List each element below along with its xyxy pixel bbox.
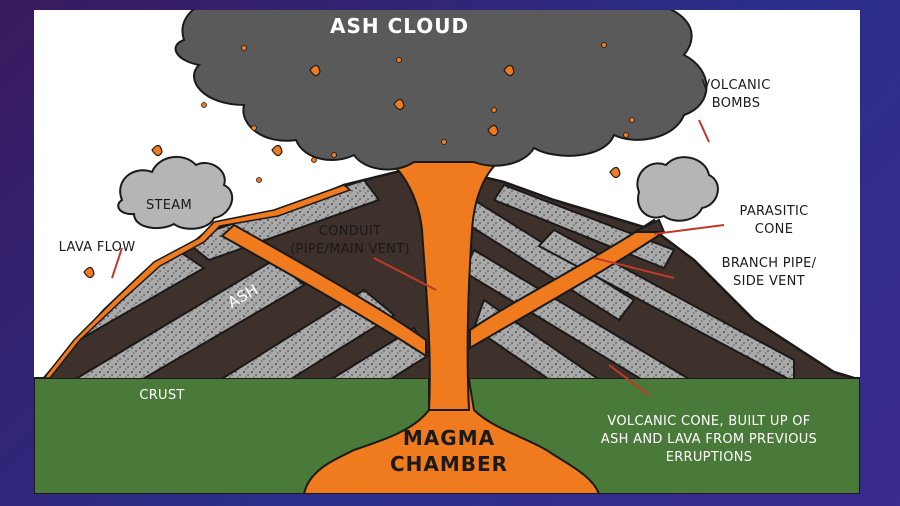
volcano-diagram: ASH CLOUD VOLCANIC BOMBS STEAM LAVA FLOW…	[34, 10, 860, 494]
label-crust: CRUST	[139, 388, 185, 403]
label-magma-line2: CHAMBER	[389, 452, 509, 476]
label-volcanic-bombs-line1: VOLCANIC	[701, 78, 771, 93]
lava-flow	[42, 184, 352, 379]
label-parasitic-line2: CONE	[754, 222, 794, 237]
label-cone-line1: VOLCANIC CONE, BUILT UP OF	[607, 414, 811, 429]
label-cone-line3: ERRUPTIONS	[665, 450, 753, 465]
label-conduit-line1: CONDUIT	[318, 224, 382, 239]
parasitic-cone	[633, 218, 666, 233]
left-branch-pipe	[220, 223, 427, 358]
label-ash-cloud: ASH CLOUD	[330, 14, 470, 38]
label-lava-flow: LAVA FLOW	[58, 240, 136, 255]
label-volcanic-bombs-line2: BOMBS	[711, 96, 761, 111]
label-branch-line1: BRANCH PIPE/	[721, 256, 817, 271]
volcano-illustration	[34, 10, 860, 494]
label-conduit-line2: (PIPE/MAIN VENT)	[290, 242, 410, 257]
label-magma-line1: MAGMA	[402, 426, 496, 450]
label-steam: STEAM	[145, 198, 193, 213]
ash-cloud	[174, 10, 708, 171]
steam-cloud-left	[117, 156, 234, 230]
label-cone-line2: ASH AND LAVA FROM PREVIOUS	[600, 432, 818, 447]
volcanic-bombs	[83, 64, 621, 279]
label-branch-line2: SIDE VENT	[733, 274, 805, 289]
steam-cloud-right	[636, 156, 719, 222]
label-parasitic-line1: PARASITIC	[739, 204, 809, 219]
pointer-lines	[111, 119, 725, 396]
